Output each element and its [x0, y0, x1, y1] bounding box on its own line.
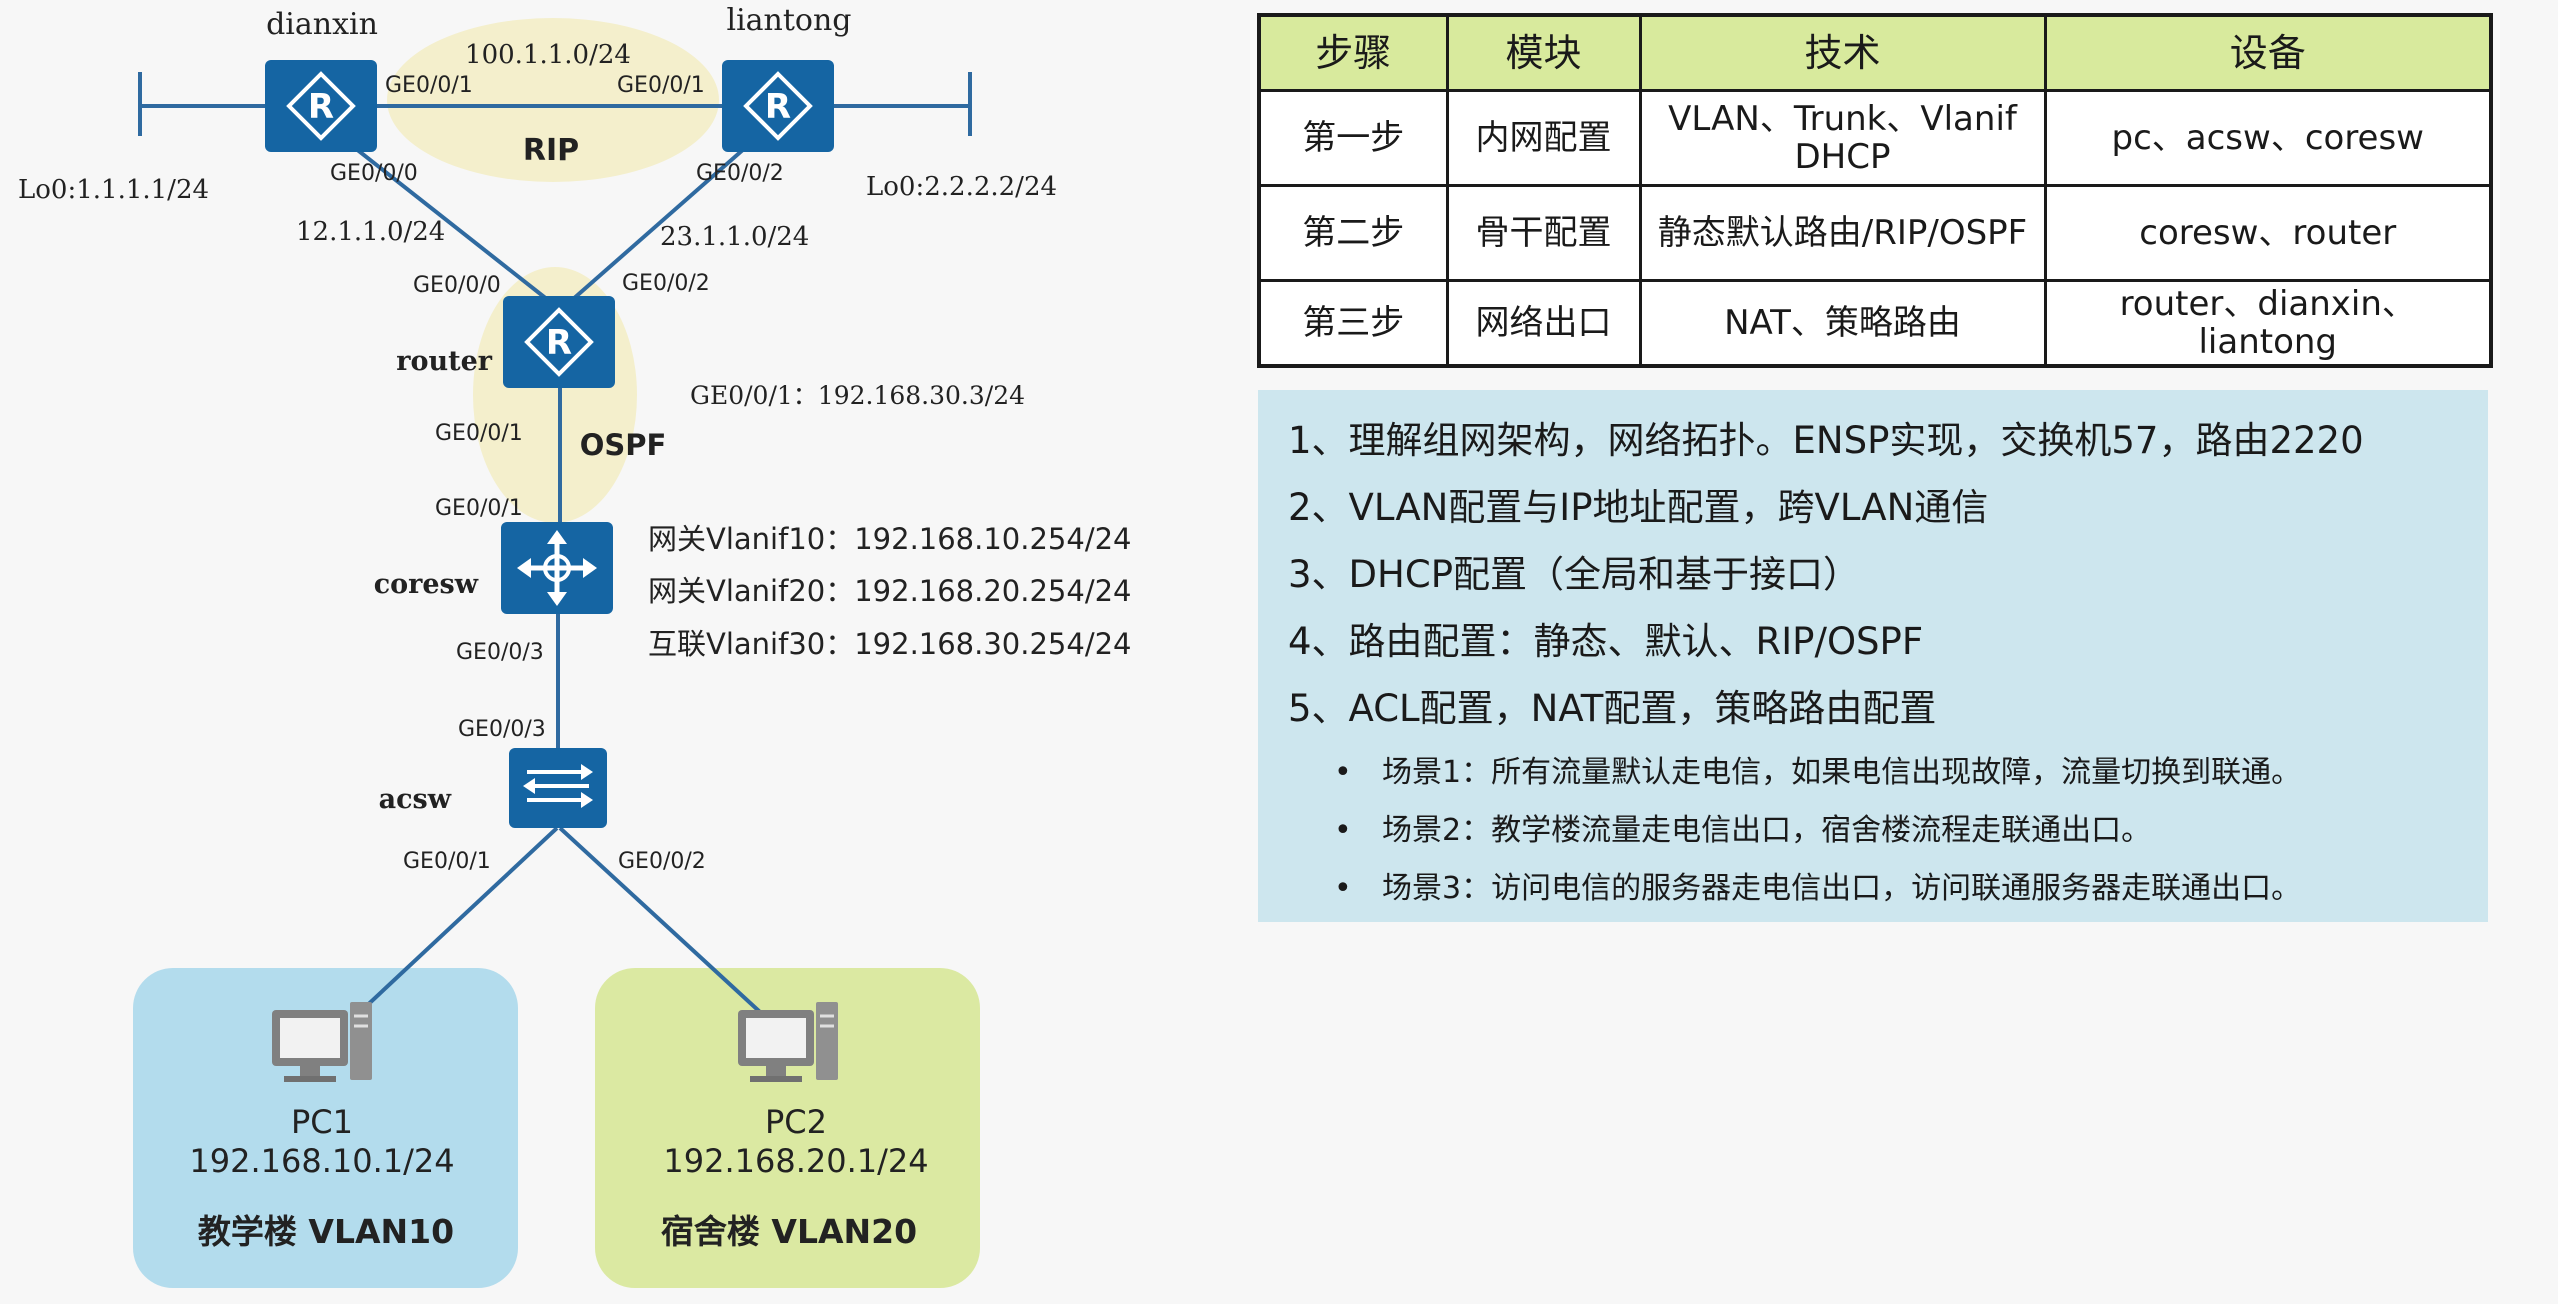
- table-cell-step: 第一步: [1257, 89, 1449, 187]
- port-label: GE0/0/0: [413, 273, 501, 298]
- note-item: 1、理解组网架构，网络拓扑。ENSP实现，交换机57，路由2220: [1288, 419, 2364, 462]
- pc1-area: [133, 968, 518, 1288]
- table-header-cell: 模块: [1445, 13, 1642, 92]
- bullet-icon: •: [1334, 871, 1352, 906]
- net-12-label: 12.1.1.0/24: [296, 217, 445, 247]
- table-cell-step: 第二步: [1257, 184, 1449, 282]
- vlanif20-label: 网关Vlanif20：192.168.20.254/24: [648, 574, 1132, 608]
- table-cell-device: pc、acsw、coresw: [2043, 89, 2493, 187]
- tech-line: DHCP: [1794, 137, 1891, 177]
- router-dianxin-icon[interactable]: R: [265, 60, 377, 152]
- note-item: 5、ACL配置，NAT配置，策略路由配置: [1288, 687, 1937, 730]
- acsw-label: acsw: [379, 784, 452, 815]
- table-cell-tech: 静态默认路由/RIP/OSPF: [1638, 184, 2047, 282]
- table-header-cell: 技术: [1638, 13, 2047, 92]
- rip-label: RIP: [523, 133, 579, 168]
- rip-area: [387, 18, 719, 182]
- link-acsw-pc1: [358, 826, 559, 1014]
- dianxin-label: dianxin: [266, 7, 378, 42]
- note-item: 4、路由配置：静态、默认、RIP/OSPF: [1288, 620, 1924, 663]
- steps-table: 步骤 模块 技术 设备 第一步 内网配置 VLAN、Trunk、Vlanif D…: [1257, 13, 2493, 368]
- tech-line: VLAN、Trunk、Vlanif: [1668, 99, 2017, 139]
- pc2-area-label: 宿舍楼 VLAN20: [661, 1212, 917, 1251]
- table-cell-device: coresw、router: [2043, 184, 2493, 282]
- note-item: 3、DHCP配置（全局和基于接口）: [1288, 553, 1860, 596]
- port-label: GE0/0/0: [330, 161, 418, 186]
- lo-liantong-label: Lo0:2.2.2.2/24: [866, 172, 1057, 202]
- pc1-area-label: 教学楼 VLAN10: [198, 1212, 454, 1251]
- router-router-icon[interactable]: R: [503, 296, 615, 388]
- port-label: GE0/0/1: [403, 849, 491, 874]
- table-cell-module: 内网配置: [1445, 89, 1642, 187]
- notes-panel: 1、理解组网架构，网络拓扑。ENSP实现，交换机57，路由2220 2、VLAN…: [1258, 390, 2488, 922]
- note-sub-item: • 场景2：教学楼流量走电信出口，宿舍楼流程走联通出口。: [1288, 811, 2488, 869]
- note-sub-text: 场景3：访问电信的服务器走电信出口，访问联通服务器走联通出口。: [1382, 871, 2302, 906]
- table-row: 第一步 内网配置 VLAN、Trunk、Vlanif DHCP pc、acsw、…: [1257, 89, 2493, 187]
- note-sub-item: • 场景1：所有流量默认走电信，如果电信出现故障，流量切换到联通。: [1288, 753, 2488, 811]
- bullet-icon: •: [1334, 755, 1352, 790]
- table-cell-tech: NAT、策略路由: [1638, 279, 2047, 368]
- l3-switch-coresw-icon[interactable]: [501, 522, 613, 614]
- router-liantong-icon[interactable]: R: [722, 60, 834, 152]
- note-sub-text: 场景1：所有流量默认走电信，如果电信出现故障，流量切换到联通。: [1382, 755, 2302, 790]
- pc1-ip: 192.168.10.1/24: [189, 1142, 454, 1180]
- router-label: router: [396, 346, 493, 377]
- port-label: GE0/0/3: [458, 717, 546, 742]
- table-cell-tech: VLAN、Trunk、Vlanif DHCP: [1638, 89, 2047, 187]
- note-sub-item: • 场景3：访问电信的服务器走电信出口，访问联通服务器走联通出口。: [1288, 869, 2488, 927]
- bullet-icon: •: [1334, 813, 1352, 848]
- ospf-label: OSPF: [580, 428, 667, 462]
- pc1-icon[interactable]: [272, 1002, 372, 1082]
- table-header-row: 步骤 模块 技术 设备: [1257, 13, 2493, 92]
- l2-switch-acsw-icon[interactable]: [509, 748, 607, 828]
- port-label: GE0/0/1: [617, 73, 705, 98]
- port-label: GE0/0/1: [435, 496, 523, 521]
- table-cell-step: 第三步: [1257, 279, 1449, 368]
- network-topology: R R R: [18, 3, 1132, 1288]
- table-row: 第三步 网络出口 NAT、策略路由 router、dianxin、lianton…: [1257, 279, 2493, 368]
- port-label: GE0/0/2: [618, 849, 706, 874]
- table-row: 第二步 骨干配置 静态默认路由/RIP/OSPF coresw、router: [1257, 184, 2493, 282]
- pc1-name: PC1: [291, 1103, 353, 1141]
- port-label: GE0/0/3: [456, 640, 544, 665]
- net-100-label: 100.1.1.0/24: [465, 40, 631, 70]
- pc2-name: PC2: [765, 1103, 827, 1141]
- net-23-label: 23.1.1.0/24: [660, 222, 809, 252]
- note-sub-text: 场景2：教学楼流量走电信出口，宿舍楼流程走联通出口。: [1382, 813, 2152, 848]
- svg-text:R: R: [765, 87, 791, 127]
- note-item: 2、VLAN配置与IP地址配置，跨VLAN通信: [1288, 486, 1989, 529]
- port-label: GE0/0/2: [622, 271, 710, 296]
- lo-dianxin-label: Lo0:1.1.1.1/24: [18, 175, 209, 205]
- svg-text:R: R: [546, 323, 572, 363]
- liantong-label: liantong: [726, 3, 851, 38]
- table-cell-device: router、dianxin、liantong: [2043, 279, 2493, 368]
- port-label: GE0/0/1: [435, 421, 523, 446]
- vlanif10-label: 网关Vlanif10：192.168.10.254/24: [648, 522, 1132, 556]
- svg-text:R: R: [308, 87, 334, 127]
- router-ge001-ip-label: GE0/0/1：192.168.30.3/24: [690, 381, 1025, 410]
- table-cell-module: 骨干配置: [1445, 184, 1642, 282]
- pc2-area: [595, 968, 980, 1288]
- port-label: GE0/0/2: [696, 161, 784, 186]
- link-liantong-router: [570, 146, 747, 302]
- link-acsw-pc2: [558, 826, 762, 1014]
- vlanif30-label: 互联Vlanif30：192.168.30.254/24: [648, 627, 1132, 661]
- pc2-icon[interactable]: [738, 1002, 838, 1082]
- table-header-cell: 设备: [2043, 13, 2493, 92]
- coresw-label: coresw: [374, 569, 479, 600]
- pc2-ip: 192.168.20.1/24: [663, 1142, 928, 1180]
- link-dianxin-router: [353, 146, 550, 302]
- table-cell-module: 网络出口: [1445, 279, 1642, 368]
- port-label: GE0/0/1: [385, 73, 473, 98]
- table-header-cell: 步骤: [1257, 13, 1449, 92]
